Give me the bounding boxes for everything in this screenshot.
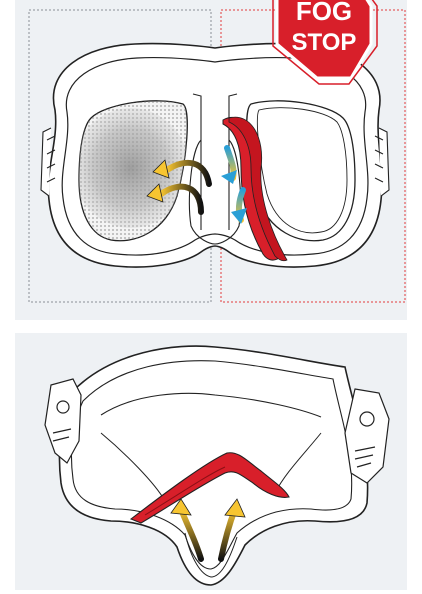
mask-bottom-view-illustration: [15, 333, 407, 590]
right-strap-buckle: [345, 389, 389, 483]
mask-front-view-panel: FOG STOP: [15, 0, 407, 320]
fog-stop-text-line2: STOP: [292, 29, 357, 56]
fog-stop-text-line1: FOG: [296, 0, 352, 26]
mask-bottom-view-panel: [15, 333, 407, 590]
mask-front-view-illustration: FOG STOP: [15, 0, 407, 320]
